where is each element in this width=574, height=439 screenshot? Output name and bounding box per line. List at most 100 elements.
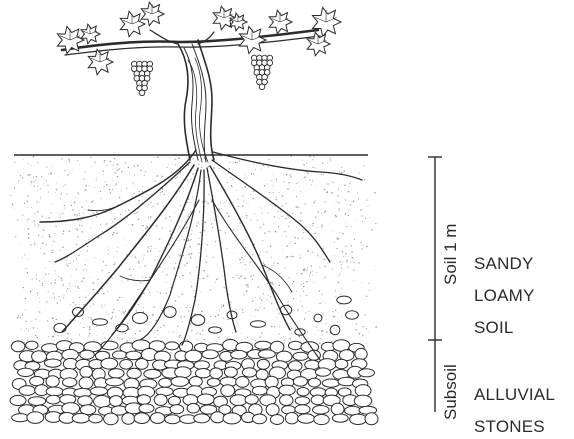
soil-grain (366, 343, 367, 344)
soil-grain (37, 190, 38, 191)
soil-grain (190, 202, 191, 203)
soil-grain (260, 208, 261, 209)
soil-grain (331, 341, 332, 342)
soil-grain (155, 337, 156, 338)
soil-grain (125, 162, 126, 163)
soil-grain (231, 185, 233, 187)
soil-grain (114, 218, 116, 220)
soil-grain (114, 262, 115, 263)
soil-grain (34, 288, 35, 289)
soil-grain (58, 217, 59, 218)
soil-grain (300, 301, 301, 302)
soil-grain (181, 221, 182, 222)
soil-grain (63, 233, 64, 234)
soil-grain (18, 180, 19, 181)
soil-grain (64, 208, 65, 209)
soil-grain (255, 169, 256, 170)
soil-grain (174, 212, 175, 213)
soil-grain (356, 329, 357, 330)
soil-grain (169, 216, 171, 218)
soil-grain (164, 269, 165, 270)
soil-grain (359, 333, 361, 335)
soil-grain (190, 178, 191, 179)
soil-grain (190, 211, 191, 212)
soil-grain (126, 340, 127, 341)
soil-grain (166, 293, 167, 294)
soil-grain (368, 332, 369, 333)
soil-grain (191, 234, 192, 235)
soil-depth-label: Soil 1 m (441, 224, 461, 285)
soil-grain (290, 221, 291, 222)
soil-grain (303, 269, 305, 271)
soil-grain (358, 199, 359, 200)
soil-grain (35, 335, 37, 337)
soil-grain (90, 306, 91, 307)
soil-grain (138, 304, 139, 305)
soil-grain (169, 157, 170, 158)
soil-grain (242, 205, 244, 207)
soil-grain (255, 297, 256, 298)
soil-grain (125, 211, 126, 212)
soil-grain (296, 273, 297, 274)
soil-grain (197, 340, 198, 341)
soil-grain (345, 246, 346, 247)
soil-grain (346, 222, 347, 223)
soil-grain (78, 213, 79, 214)
soil-grain (347, 266, 348, 267)
soil-grain (171, 220, 172, 221)
soil-grain (25, 321, 26, 322)
soil-grain (335, 215, 336, 216)
soil-grain (162, 191, 163, 192)
soil-grain (212, 227, 213, 228)
soil-grain (152, 314, 153, 315)
soil-grain (52, 250, 53, 251)
soil-grain (363, 165, 364, 166)
soil-grain (199, 212, 200, 213)
alluvial-stone (271, 415, 284, 425)
soil-grain (176, 197, 177, 198)
soil-grain (307, 267, 308, 268)
soil-grain (326, 192, 327, 193)
soil-grain (94, 162, 95, 163)
soil-grain (103, 293, 104, 294)
soil-grain (278, 313, 279, 314)
soil-grain (195, 181, 196, 182)
soil-grain (358, 198, 359, 199)
soil-grain (83, 216, 84, 217)
soil-grain (28, 258, 29, 259)
pebble (132, 313, 147, 324)
soil-grain (151, 207, 152, 208)
soil-grain (135, 338, 136, 339)
soil-grain (67, 257, 68, 258)
soil-grain (108, 314, 109, 315)
soil-grain (276, 309, 277, 310)
soil-grain (351, 226, 352, 227)
soil-grain (81, 323, 82, 324)
soil-grain (334, 242, 335, 243)
soil-grain (152, 265, 153, 266)
alluvial-stone (159, 378, 172, 387)
soil-grain (129, 269, 130, 270)
soil-grain (354, 239, 355, 240)
soil-grain (42, 236, 43, 237)
soil-grain (375, 327, 376, 328)
alluvial-stone (101, 358, 118, 369)
soil-grain (22, 257, 23, 258)
soil-grain (53, 292, 54, 293)
soil-grain (94, 187, 95, 188)
soil-grain (178, 228, 179, 229)
soil-grain (110, 192, 111, 193)
soil-grain (48, 217, 49, 218)
soil-grain (100, 191, 101, 192)
soil-grain (357, 192, 358, 193)
alluvial-stone (279, 385, 295, 395)
alluvial-stone (355, 348, 367, 359)
soil-grain (245, 339, 246, 340)
soil-grain (345, 253, 346, 254)
soil-grain (37, 162, 38, 163)
soil-grain (307, 250, 308, 251)
soil-grain (51, 204, 52, 205)
soil-grain (346, 226, 347, 227)
soil-grain (237, 230, 238, 231)
soil-grain (54, 173, 55, 174)
